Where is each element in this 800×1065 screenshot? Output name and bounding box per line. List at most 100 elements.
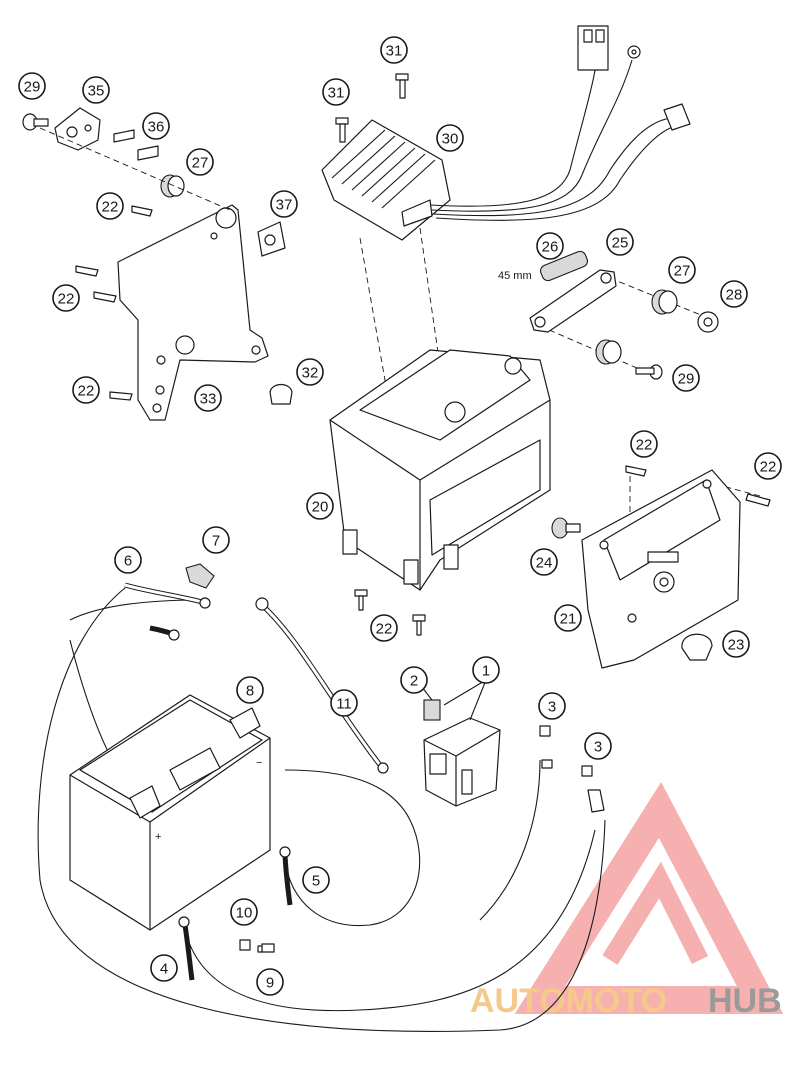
- callout-c28: 28: [720, 280, 748, 308]
- callout-c4: 4: [150, 954, 178, 982]
- callout-circle: [194, 384, 222, 412]
- callout-circle: [630, 430, 658, 458]
- screws-22-right: [625, 465, 771, 507]
- callout-circle: [52, 284, 80, 312]
- callout-c29a: 29: [18, 72, 46, 100]
- grommet-27-left: [160, 174, 185, 198]
- callout-circle: [754, 452, 782, 480]
- callout-c2: 2: [400, 666, 428, 694]
- callout-c36: 36: [142, 112, 170, 140]
- clip-23: [681, 633, 713, 661]
- callout-c6: 6: [114, 546, 142, 574]
- nut-28: [697, 311, 719, 333]
- watermark-logo: [514, 782, 784, 1014]
- cable-6: [124, 582, 211, 609]
- callout-number: 26: [542, 239, 559, 256]
- clip-37: [257, 221, 286, 257]
- callout-number: 28: [726, 287, 743, 304]
- callout-c23: 23: [722, 630, 750, 658]
- callout-circle: [142, 112, 170, 140]
- screws-22-left: [75, 205, 153, 401]
- callout-number: 25: [612, 235, 629, 252]
- callout-circle: [472, 656, 500, 684]
- callout-number: 29: [24, 79, 41, 96]
- callout-c20: 20: [306, 492, 334, 520]
- callout-number: 9: [266, 975, 274, 992]
- grommet-27-right: [651, 289, 678, 315]
- regulator-30: [321, 119, 451, 241]
- callout-number: 7: [212, 533, 220, 550]
- callout-c22e: 22: [630, 430, 658, 458]
- bracket-35: [54, 107, 101, 151]
- battery-box-20: [329, 349, 551, 591]
- screws-31: [335, 73, 409, 143]
- callout-circle: [536, 232, 564, 260]
- callout-circle: [96, 192, 124, 220]
- callout-c31a: 31: [380, 36, 408, 64]
- callout-c11: 11: [330, 689, 358, 717]
- callout-c3b: 3: [584, 732, 612, 760]
- callout-c8: 8: [236, 676, 264, 704]
- callout-circle: [18, 72, 46, 100]
- watermark-text-hub: HUB: [708, 982, 782, 1020]
- callout-number: 30: [442, 131, 459, 148]
- callout-c22d: 22: [370, 614, 398, 642]
- callout-number: 24: [536, 555, 553, 572]
- callout-circle: [606, 228, 634, 256]
- callout-number: 27: [674, 263, 691, 280]
- bracket-plate-33: [117, 204, 269, 421]
- callout-number: 22: [102, 199, 119, 216]
- callout-number: 22: [760, 459, 777, 476]
- cap-7: [185, 563, 215, 589]
- callout-number: 4: [160, 961, 168, 978]
- battery-minus-sign: −: [256, 757, 262, 769]
- callout-circle: [72, 376, 100, 404]
- callout-circle: [270, 190, 298, 218]
- callout-c31b: 31: [322, 78, 350, 106]
- callout-circle: [330, 689, 358, 717]
- callout-circle: [114, 546, 142, 574]
- watermark-text-automoto: AUTOMOTO: [470, 982, 667, 1020]
- callout-c9: 9: [256, 968, 284, 996]
- callout-circle: [296, 358, 324, 386]
- callout-number: 32: [302, 365, 319, 382]
- screw-9: [257, 943, 275, 953]
- callout-c10: 10: [230, 898, 258, 926]
- cable-end-5: [279, 846, 293, 906]
- callout-number: 22: [376, 621, 393, 638]
- callout-number: 1: [482, 663, 490, 680]
- callout-circle: [538, 692, 566, 720]
- callout-circle: [722, 630, 750, 658]
- callout-circle: [530, 548, 558, 576]
- callout-number: 3: [594, 739, 602, 756]
- callout-group: 1233456789101120212222222222222324252627…: [18, 36, 782, 996]
- callout-c22f: 22: [754, 452, 782, 480]
- callout-circle: [236, 676, 264, 704]
- bracket-21: [581, 469, 741, 669]
- callout-circle: [202, 526, 230, 554]
- clip-32: [269, 383, 293, 405]
- cable-4-inner: [184, 829, 596, 1012]
- cable-5: [284, 769, 421, 927]
- callout-circle: [400, 666, 428, 694]
- screw-29-top: [22, 113, 49, 131]
- callout-number: 10: [236, 905, 253, 922]
- callout-circle: [302, 866, 330, 894]
- callout-number: 37: [276, 197, 293, 214]
- callout-circle: [380, 36, 408, 64]
- strap-25: [529, 269, 617, 333]
- callout-number: 36: [148, 119, 165, 136]
- callout-number: 23: [728, 637, 745, 654]
- battery-plus-sign: +: [155, 831, 161, 843]
- callout-c22c: 22: [72, 376, 100, 404]
- callout-number: 33: [200, 391, 217, 408]
- callout-circle: [370, 614, 398, 642]
- cable-11: [255, 597, 389, 774]
- callout-number: 11: [336, 696, 352, 713]
- callout-number: 5: [312, 873, 320, 890]
- callout-circle: [230, 898, 258, 926]
- callout-circle: [82, 76, 110, 104]
- callout-c35: 35: [82, 76, 110, 104]
- callout-number: 22: [636, 437, 653, 454]
